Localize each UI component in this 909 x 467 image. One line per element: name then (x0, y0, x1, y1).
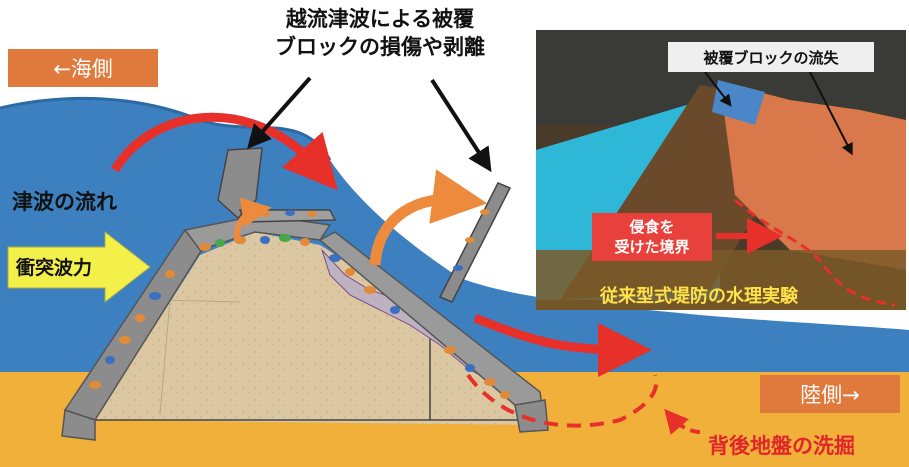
impact-force-label: 衝突波力 (16, 257, 93, 279)
block-loss-label: 被覆ブロックの流失 (668, 42, 874, 72)
scour-line (466, 373, 659, 428)
uplift-arrow-small (233, 197, 272, 241)
flying-slab (438, 182, 512, 303)
eroded-boundary-line-2: 受けた境界 (614, 238, 690, 256)
title-pointer-left (247, 76, 312, 149)
toe-block-land (514, 399, 549, 433)
toe-block-sea (61, 408, 96, 441)
scour-pointer (664, 408, 701, 435)
impact-arrow (7, 230, 151, 304)
eroded-boundary-label: 侵食を 受けた境界 (592, 213, 712, 261)
land-side-label: 陸側→ (760, 375, 900, 413)
tsunami-flow-label: 津波の流れ (12, 190, 117, 214)
uplift-arrow-large (369, 169, 488, 266)
title-line-2: ブロックの損傷や剥離 (275, 35, 485, 59)
ground-scour-label: 背後地盤の洗掘 (708, 434, 855, 458)
embankment-body (95, 232, 540, 425)
flow-arrow-landward (473, 313, 652, 377)
title-line-1: 越流津波による被覆 (285, 7, 475, 31)
armor-stones (89, 209, 510, 399)
experiment-caption: 従来型式堤防の水理実験 (600, 286, 798, 307)
sea-side-label: ←海側 (8, 49, 158, 87)
loss-pointer-right (809, 71, 853, 156)
title-pointer-right (430, 78, 492, 173)
flow-arrow-main (111, 112, 338, 191)
loss-pointer-left (704, 71, 732, 107)
eroded-boundary-line-1: 侵食を (629, 218, 675, 236)
experiment-photo (536, 30, 906, 310)
